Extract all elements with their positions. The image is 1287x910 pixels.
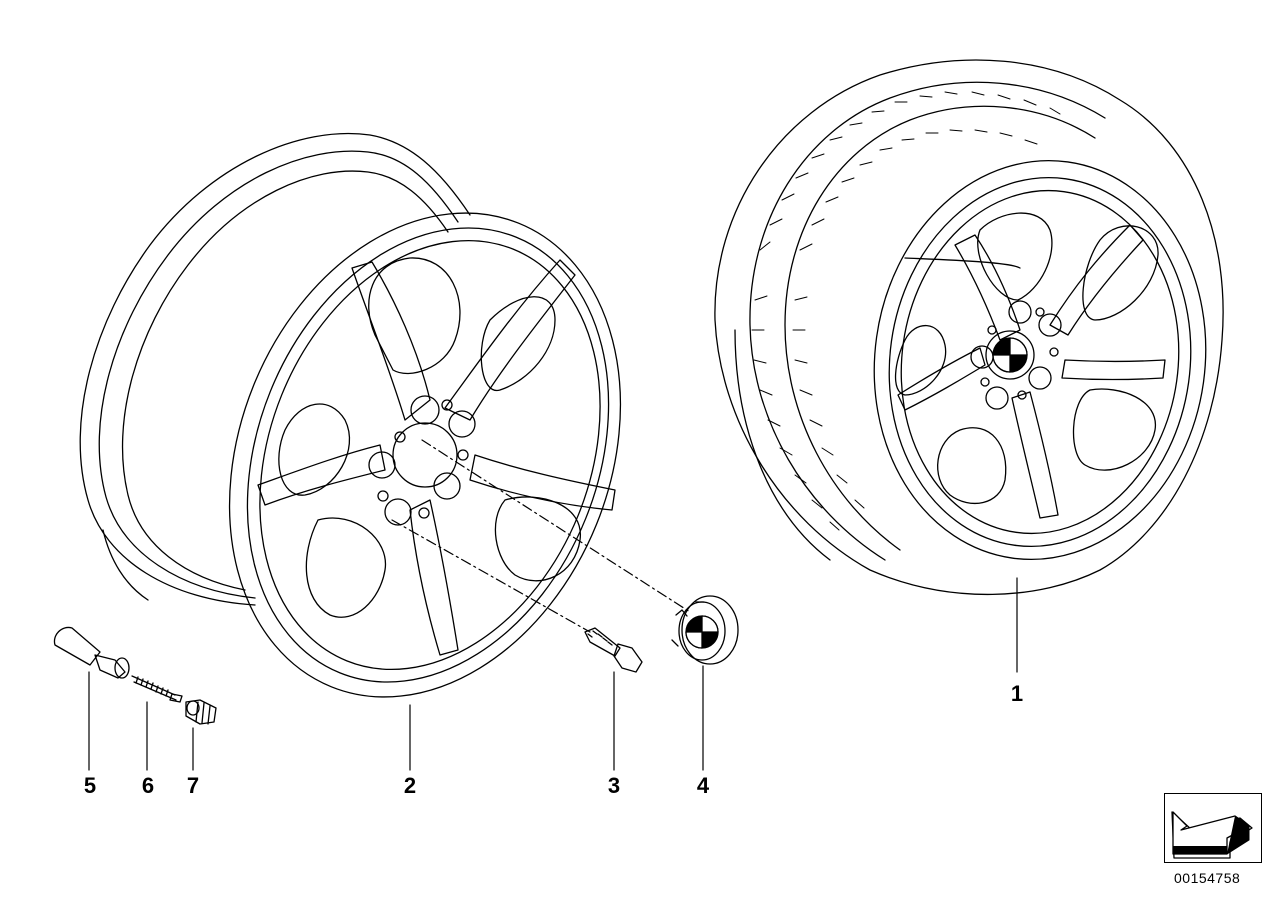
valve-stem-illustration (53, 626, 130, 679)
wheel-bolt-illustration (584, 627, 643, 673)
callout-4[interactable]: 4 (696, 773, 710, 798)
callout-7[interactable]: 7 (186, 773, 200, 798)
callout-1[interactable]: 1 (1010, 681, 1024, 706)
previous-diagram-button[interactable] (1164, 793, 1262, 863)
valve-core-illustration (131, 675, 183, 703)
complete-wheel-illustration (714, 59, 1224, 596)
diagram-reference-number: 00154758 (1174, 870, 1241, 886)
callout-6[interactable]: 6 (141, 773, 155, 798)
arrow-back-icon (1172, 811, 1250, 855)
callout-5[interactable]: 5 (83, 773, 97, 798)
callout-3[interactable]: 3 (607, 773, 621, 798)
leader-lines (88, 439, 1018, 771)
rim-illustration (79, 132, 622, 698)
hub-cap-illustration (671, 595, 739, 665)
valve-cap-illustration (185, 699, 217, 725)
callout-2[interactable]: 2 (403, 773, 417, 798)
